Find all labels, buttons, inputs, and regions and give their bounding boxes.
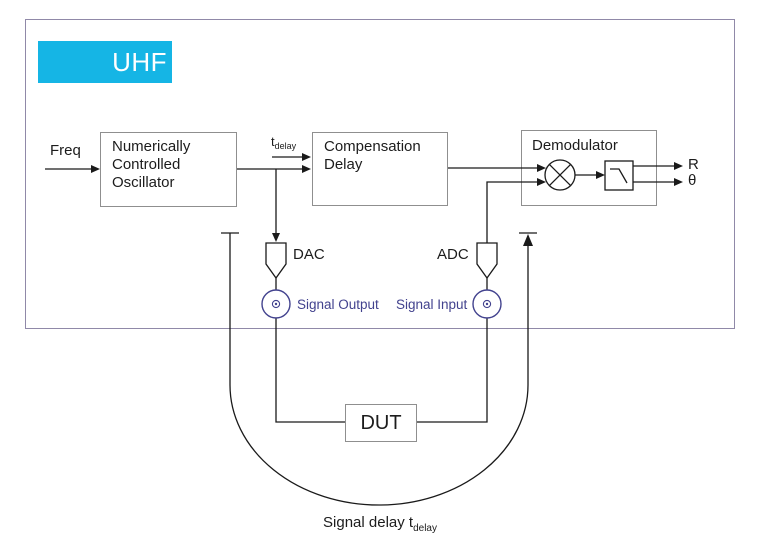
- output-r-label: R: [688, 156, 699, 173]
- freq-label: Freq: [50, 142, 81, 159]
- nco-label: Numerically Controlled Oscillator: [112, 138, 191, 191]
- demodulator-label: Demodulator: [532, 137, 618, 154]
- dac-label: DAC: [293, 246, 325, 263]
- signal-input-label: Signal Input: [396, 297, 468, 312]
- block-dut: DUT: [345, 404, 417, 442]
- output-theta-label: θ: [688, 172, 697, 189]
- dut-to-input-wire: [417, 318, 488, 423]
- signal-delay-label: Signal delay tdelay: [323, 514, 437, 535]
- instrument-name: UHF: [112, 46, 167, 77]
- adc-label: ADC: [437, 246, 469, 263]
- dut-label: DUT: [360, 412, 402, 434]
- compensation-delay-label: Compensation Delay: [324, 138, 421, 173]
- block-numerically-controlled-oscillator: Numerically Controlled Oscillator: [100, 132, 237, 207]
- block-demodulator: Demodulator: [521, 130, 657, 206]
- instrument-badge: UHF: [38, 41, 172, 83]
- t-delay-label: tdelay: [271, 134, 297, 151]
- block-compensation-delay: Compensation Delay: [312, 132, 448, 206]
- output-to-dut-wire: [275, 318, 345, 423]
- signal-output-label: Signal Output: [297, 297, 379, 312]
